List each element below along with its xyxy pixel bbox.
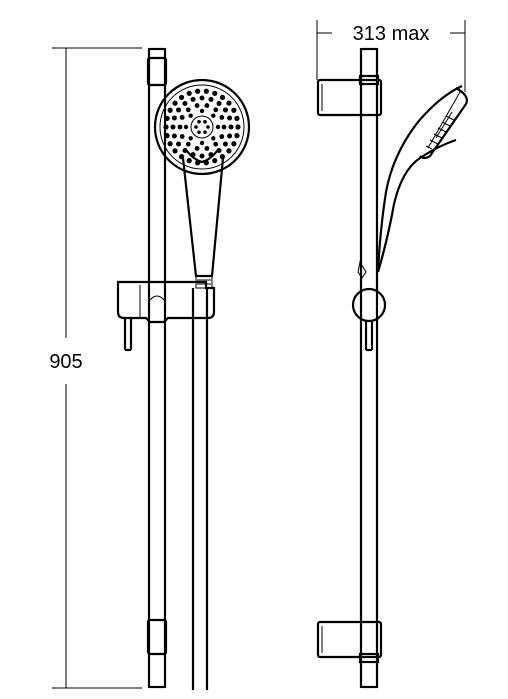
nozzle-dot — [227, 133, 233, 139]
nozzle-dot — [204, 103, 210, 108]
nozzle-dot — [211, 113, 216, 118]
nozzle-dot — [195, 88, 201, 94]
nozzle-dot — [178, 154, 185, 160]
nozzle-dot — [215, 124, 221, 130]
nozzle-dot — [190, 96, 196, 102]
nozzle-dot — [163, 124, 169, 130]
nozzle-dot — [228, 124, 234, 130]
nozzle-dot — [219, 134, 225, 139]
nozzle-dot — [206, 125, 210, 129]
nozzle-dot — [178, 94, 185, 100]
nozzle-dot — [199, 108, 205, 114]
nozzle-dot — [211, 136, 216, 141]
nozzle-dot — [231, 141, 237, 147]
width-dimension-label: 313 max — [353, 23, 430, 45]
side-handset — [357, 84, 468, 279]
nozzle-dot — [226, 148, 232, 154]
side-riser-rail — [359, 47, 379, 689]
nozzle-dot — [234, 133, 240, 139]
nozzle-dot — [185, 107, 191, 113]
front-handset-nozzles — [163, 88, 241, 166]
front-handset-head — [153, 78, 251, 176]
nozzle-dot — [222, 107, 228, 113]
nozzle-dot — [167, 141, 173, 147]
height-dimension-label: 905 — [49, 351, 82, 373]
nozzle-dot — [197, 120, 201, 124]
nozzle-dot — [203, 88, 209, 94]
nozzle-dot — [167, 107, 173, 113]
nozzle-dot — [164, 115, 170, 121]
nozzle-dot — [212, 158, 218, 164]
nozzle-dot — [231, 107, 237, 113]
nozzle-dot — [222, 141, 228, 147]
front-view — [116, 47, 251, 690]
height-dimension: 905 — [49, 47, 142, 689]
nozzle-dot — [194, 103, 200, 108]
side-view — [316, 47, 468, 689]
nozzle-dot — [183, 124, 189, 130]
nozzle-dot — [176, 141, 182, 147]
nozzle-dot — [179, 134, 185, 139]
nozzle-dot — [185, 141, 191, 147]
nozzle-dot — [171, 133, 177, 139]
nozzle-dot — [194, 146, 200, 151]
nozzle-dot — [176, 107, 182, 113]
nozzle-dot — [226, 100, 232, 106]
front-hose — [191, 288, 209, 690]
nozzle-dot — [227, 115, 233, 121]
nozzle-dot — [235, 124, 241, 130]
nozzle-dot — [213, 141, 219, 147]
nozzle-dot — [171, 115, 177, 121]
nozzle-dot — [203, 130, 207, 134]
nozzle-dot — [203, 120, 207, 124]
nozzle-dot — [213, 107, 219, 113]
nozzle-dot — [219, 115, 225, 120]
width-dimension: 313 max — [316, 20, 466, 92]
nozzle-dot — [221, 124, 227, 130]
nozzle-dot — [188, 113, 193, 118]
nozzle-dot — [188, 136, 193, 141]
nozzle-dot — [172, 148, 178, 154]
nozzle-dot — [204, 146, 210, 151]
nozzle-dot — [164, 133, 170, 139]
nozzle-dot — [234, 115, 240, 121]
nozzle-dot — [197, 130, 201, 134]
nozzle-dot — [199, 153, 205, 159]
nozzle-dot — [194, 125, 198, 129]
nozzle-dot — [216, 101, 222, 107]
nozzle-dot — [186, 90, 192, 96]
front-handset-handle — [181, 157, 225, 289]
side-bottom-bracket — [316, 620, 383, 664]
nozzle-dot — [199, 140, 205, 146]
side-top-bracket — [316, 74, 383, 117]
nozzle-dot — [212, 90, 218, 96]
nozzle-dot — [172, 100, 178, 106]
nozzle-dot — [219, 94, 226, 100]
side-slider-knob — [351, 287, 387, 352]
nozzle-dot — [182, 101, 188, 107]
front-slider-holder — [116, 280, 216, 352]
nozzle-dot — [208, 96, 214, 102]
nozzle-dot — [186, 158, 192, 164]
nozzle-dot — [170, 124, 176, 130]
nozzle-dot — [219, 154, 226, 160]
nozzle-dot — [177, 124, 183, 130]
nozzle-dot — [179, 115, 185, 120]
nozzle-dot — [199, 95, 205, 101]
